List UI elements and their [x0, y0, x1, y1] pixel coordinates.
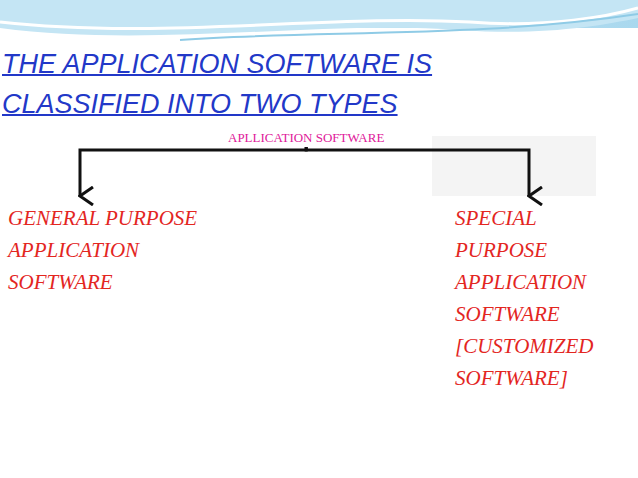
- category-label: GENERAL PURPOSE APPLICATION SOFTWARE: [8, 202, 213, 298]
- root-text: APLLICATION SOFTWARE: [228, 130, 384, 145]
- category-text: GENERAL PURPOSE APPLICATION SOFTWARE: [8, 202, 213, 298]
- category-text: SPECIAL PURPOSE APPLICATION SOFTWARE [CU…: [455, 202, 633, 394]
- shade-panel: [432, 136, 596, 196]
- root-label: APLLICATION SOFTWARE: [226, 130, 386, 145]
- branch-arrow: [80, 147, 306, 196]
- slide-title: THE APPLICATION SOFTWARE IS CLASSIFIED I…: [2, 44, 542, 124]
- branch-arrow: [306, 147, 529, 196]
- wave: [0, 0, 638, 35]
- wave-line: [180, 14, 638, 40]
- category-label: SPECIAL PURPOSE APPLICATION SOFTWARE [CU…: [455, 202, 633, 394]
